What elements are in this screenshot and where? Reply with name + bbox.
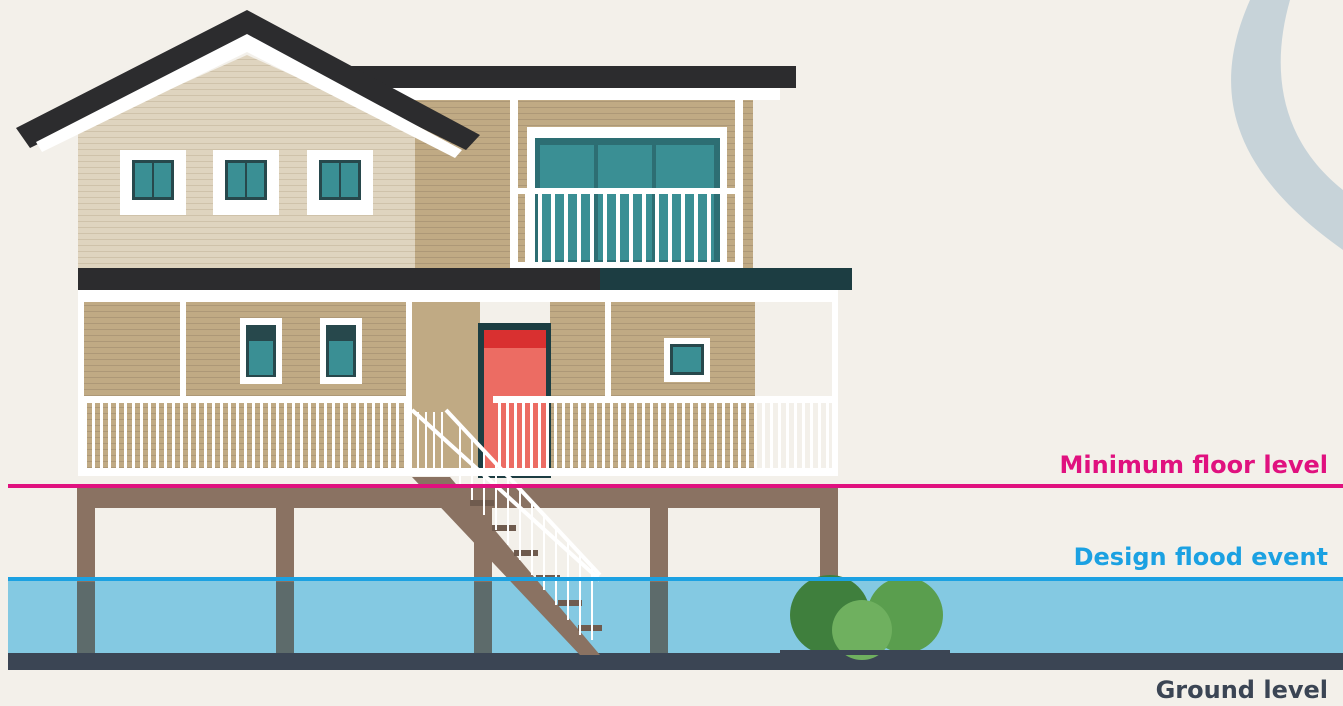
ground-level-label: Ground level xyxy=(1156,676,1328,704)
decorative-arc xyxy=(1231,0,1343,250)
design-flood-event-line xyxy=(8,577,1343,581)
design-flood-event-label: Design flood event xyxy=(1074,543,1328,571)
upper-roof-flat xyxy=(330,66,796,88)
flood-water xyxy=(8,580,1343,655)
upper-windows xyxy=(120,150,373,215)
minimum-floor-level-line xyxy=(8,484,1343,488)
ground-bar xyxy=(8,653,1343,670)
minimum-floor-level-label: Minimum floor level xyxy=(1060,451,1329,479)
